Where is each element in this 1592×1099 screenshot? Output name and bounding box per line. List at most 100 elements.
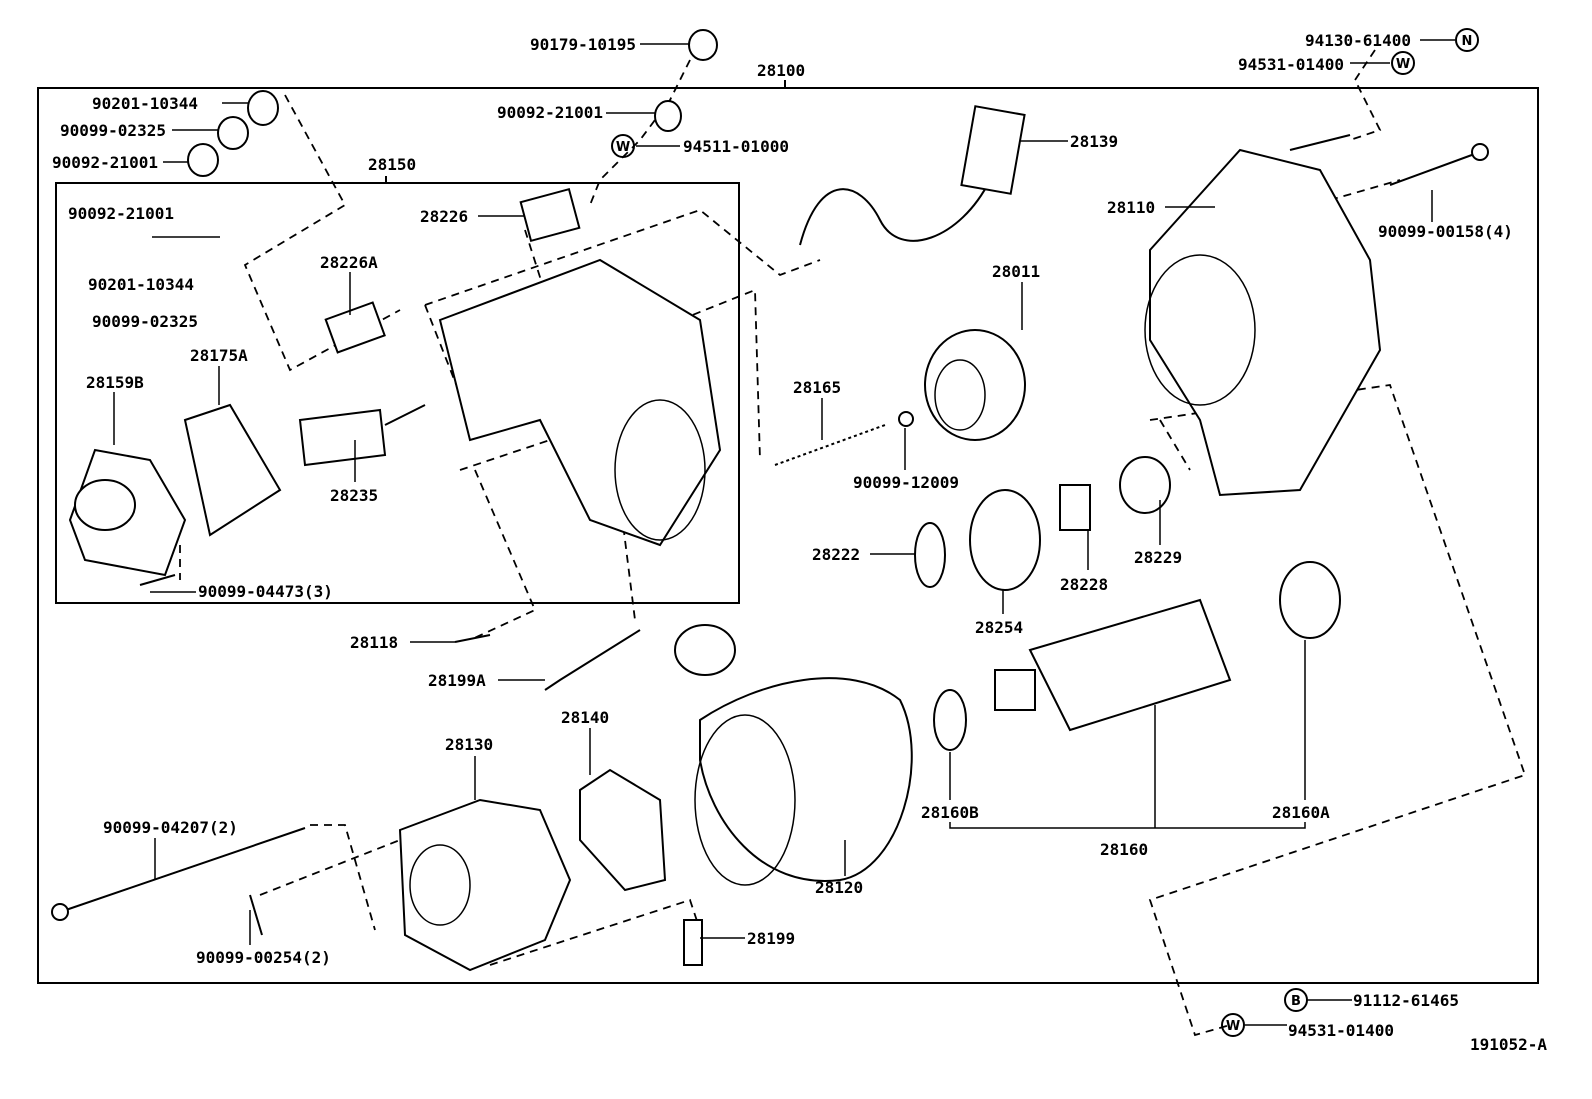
part-number-label: 90201-10344	[92, 94, 198, 113]
part-number-label: 28254	[975, 618, 1023, 637]
end-frame-boss	[409, 844, 471, 926]
circled-symbol-w: W	[611, 134, 635, 158]
part-number-label: 94531-01400	[1288, 1021, 1394, 1040]
part-number-label: 90099-00254(2)	[196, 948, 331, 967]
part-number-label: 28160A	[1272, 803, 1330, 822]
bolt-head	[1471, 143, 1489, 161]
plunger-28235	[298, 408, 387, 467]
circled-symbol-w: W	[1391, 51, 1415, 75]
washer-90099-02325	[217, 116, 249, 150]
part-number-label: 90099-04207(2)	[103, 818, 238, 837]
clutch-28011	[924, 329, 1026, 441]
part-number-label: 90099-04473(3)	[198, 582, 333, 601]
part-number-label: 28140	[561, 708, 609, 727]
circled-symbol-b: B	[1284, 988, 1308, 1012]
screw-90099-04473	[139, 574, 176, 586]
gasket-28175A	[183, 403, 282, 537]
armature-shaft	[994, 669, 1036, 711]
part-shapes	[51, 29, 1489, 972]
part-number-label: 94130-61400	[1305, 31, 1411, 50]
part-number-label: 28160	[1100, 840, 1148, 859]
yoke-bore	[694, 714, 796, 886]
nut-90179-10195	[688, 29, 718, 61]
part-number-label: 90099-02325	[92, 312, 198, 331]
part-number-label: 28011	[992, 262, 1040, 281]
stud	[1289, 134, 1351, 151]
nut-90092-21001	[187, 143, 219, 177]
bearing-28160B	[933, 689, 967, 751]
part-number-label: 28130	[445, 735, 493, 754]
pin-28118	[454, 634, 491, 643]
screw-90099-00254	[249, 894, 263, 936]
spring-28165	[774, 424, 886, 466]
retainer-28229	[1119, 456, 1171, 514]
assembly-frame	[37, 87, 1539, 984]
solenoid-housing	[438, 258, 722, 547]
bolt-90099-00158	[1389, 151, 1481, 186]
part-labels: 90179-10195 28100 94130-61400 94531-01400 90…	[52, 31, 1547, 1054]
bearing-28160A	[1279, 561, 1341, 639]
through-bolt-head	[51, 903, 69, 921]
cover-boss	[74, 479, 136, 531]
washer-28222	[914, 522, 946, 588]
part-number-label: 28199A	[428, 671, 486, 690]
circled-symbol-n: N	[1455, 28, 1479, 52]
part-number-label: 28160B	[921, 803, 979, 822]
yoke-28120	[699, 677, 913, 882]
terminal-28199	[683, 919, 703, 966]
part-number-label: 28110	[1107, 198, 1155, 217]
part-number-label: 90099-12009	[853, 473, 959, 492]
housing-bore	[1144, 254, 1256, 406]
svg-text:B: B	[1291, 994, 1301, 1009]
connector-28139	[960, 105, 1026, 195]
circled-symbol-w: W	[1221, 1013, 1245, 1037]
svg-text:W: W	[1226, 1019, 1240, 1034]
part-number-label: 28100	[757, 61, 805, 80]
part-number-label: 28235	[330, 486, 378, 505]
part-number-label: 28222	[812, 545, 860, 564]
subassembly-28150-frame	[55, 182, 740, 604]
part-number-label: 28165	[793, 378, 841, 397]
part-number-label: 94511-01000	[683, 137, 789, 156]
lead-wire-28139	[799, 179, 991, 246]
part-number-label: 28175A	[190, 346, 248, 365]
part-number-label: 28199	[747, 929, 795, 948]
lead-terminal	[674, 624, 736, 676]
end-frame-28130	[398, 798, 572, 972]
clutch-pinion	[934, 359, 986, 431]
washer-90201-10344	[247, 90, 279, 126]
part-number-label: 90092-21001	[497, 103, 603, 122]
part-number-label: 28120	[815, 878, 863, 897]
drive-housing-28110	[1149, 148, 1382, 497]
part-number-label: 90092-21001	[68, 204, 174, 223]
wire-28199A	[544, 629, 641, 691]
through-bolt-90099-04207	[59, 827, 306, 913]
part-number-label: 28226A	[320, 253, 378, 272]
terminal-28226	[519, 187, 581, 243]
svg-text:W: W	[616, 140, 630, 155]
part-number-label: 94531-01400	[1238, 55, 1344, 74]
part-number-label: 90201-10344	[88, 275, 194, 294]
part-number-label: 91112-61465	[1353, 991, 1459, 1010]
part-number-label: 28228	[1060, 575, 1108, 594]
part-number-label: 28226	[420, 207, 468, 226]
part-number-label: 28118	[350, 633, 398, 652]
part-number-label: 90179-10195	[530, 35, 636, 54]
svg-text:W: W	[1396, 57, 1410, 72]
ball-90099-12009	[898, 411, 914, 427]
rollers-28228	[1059, 484, 1091, 531]
brush-holder-28140	[579, 768, 667, 892]
nut-90092-21001	[654, 100, 682, 132]
part-number-label: 28229	[1134, 548, 1182, 567]
diagram-id-label: 191052-A	[1470, 1035, 1547, 1054]
part-number-label: 90099-02325	[60, 121, 166, 140]
part-number-label: 28150	[368, 155, 416, 174]
leader-lines	[113, 39, 1455, 1026]
part-number-label: 28139	[1070, 132, 1118, 151]
part-number-label: 90099-00158(4)	[1378, 222, 1513, 241]
svg-text:N: N	[1462, 34, 1473, 49]
armature-28160	[1028, 598, 1232, 732]
plunger-rod	[384, 404, 426, 426]
